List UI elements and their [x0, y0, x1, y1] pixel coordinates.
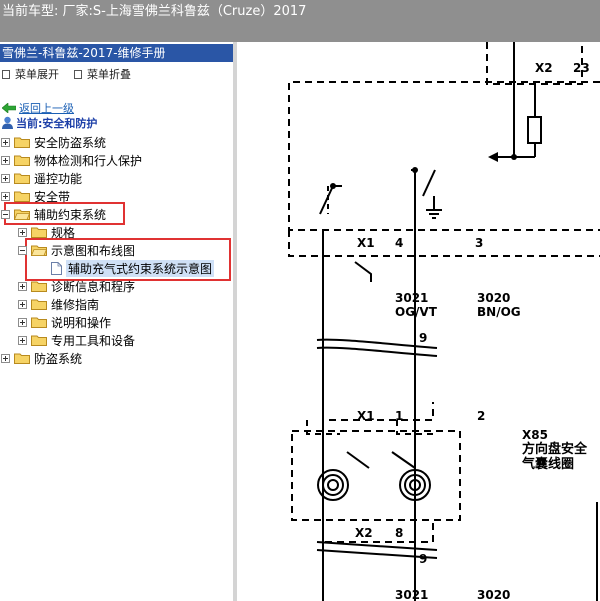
expand-toggle-icon[interactable] [18, 227, 27, 237]
diagram-label-x1-a: X1 [357, 236, 375, 250]
tree-item-label: 遥控功能 [34, 171, 83, 186]
collapse-toggle-icon[interactable] [1, 209, 10, 219]
manual-title: 雪佛兰-科鲁兹-2017-维修手册 [0, 44, 233, 62]
tree-item-label: 规格 [51, 225, 76, 240]
diagram-label-pin-3: 3 [475, 236, 483, 250]
back-link-label: 返回上一级 [19, 102, 74, 115]
expand-toggle-icon[interactable] [1, 353, 10, 363]
tree-item-remote-functions[interactable]: 遥控功能 [1, 169, 82, 187]
folder-icon [14, 353, 30, 364]
diagram-label-pin-9b: 9 [419, 552, 427, 566]
diagram-label-pin-8: 8 [395, 526, 403, 540]
expand-menu-button[interactable]: 菜单展开 [2, 66, 59, 82]
tree-item-label: 辅助约束系统 [34, 207, 107, 222]
tree-item-label: 说明和操作 [51, 315, 112, 330]
diagram-label-pin-23: 23 [573, 61, 590, 75]
tree-item-repair-guide[interactable]: 维修指南 [18, 295, 99, 313]
diagram-label-wire-3021: 3021 [395, 291, 428, 305]
expand-toggle-icon[interactable] [1, 173, 10, 183]
expand-toggle-icon[interactable] [1, 191, 10, 201]
folder-icon [31, 281, 47, 292]
diagram-label-x85: X85 [522, 428, 548, 442]
diagram-label-x85-desc2: 气囊线圈 [522, 456, 574, 472]
folder-icon [14, 191, 30, 202]
folder-icon [14, 155, 30, 166]
expand-toggle-icon[interactable] [1, 155, 10, 165]
expand-toggle-icon[interactable] [1, 137, 10, 147]
tree-item-seat-belts[interactable]: 安全带 [1, 187, 70, 205]
diagram-label-x2-b: X2 [355, 526, 373, 540]
user-icon [2, 116, 13, 129]
diagram-label-wire-3020: 3020 [477, 291, 510, 305]
tree-item-label: 防盗系统 [34, 351, 83, 366]
expand-toggle-icon[interactable] [18, 299, 27, 309]
diagram-label-pin-9a: 9 [419, 331, 427, 345]
diagram-label-pin-4: 4 [395, 236, 403, 250]
tree-item-schematics[interactable]: 示意图和布线图 [18, 241, 135, 259]
diagram-label-x85-desc1: 方向盘安全 [522, 441, 588, 457]
tree-item-airbag-schematic[interactable]: 辅助充气式约束系统示意图 [51, 259, 215, 277]
pane-splitter[interactable] [233, 42, 237, 601]
tree-item-description-operation[interactable]: 说明和操作 [18, 313, 111, 331]
tree-item-label: 安全防盗系统 [34, 135, 107, 150]
folder-icon [14, 173, 30, 184]
tree-item-label: 诊断信息和程序 [51, 279, 136, 294]
tree-item-label: 物体检测和行人保护 [34, 153, 143, 168]
window-title-bar: 当前车型: 厂家:S-上海雪佛兰科鲁兹（Cruze）2017 [0, 0, 600, 42]
expand-toggle-icon[interactable] [18, 335, 27, 345]
tree-item-label: 示意图和布线图 [51, 243, 136, 258]
collapse-menu-label: 菜单折叠 [87, 68, 131, 81]
tree-item-label: 辅助充气式约束系统示意图 [66, 259, 215, 277]
diagram-label-color-3021: OG/VT [395, 305, 438, 319]
highlight-box-schematics [25, 238, 231, 281]
tree-item-object-detection[interactable]: 物体检测和行人保护 [1, 151, 142, 169]
diagram-label-wire-3021-b: 3021 [395, 588, 428, 601]
back-arrow-icon [2, 103, 16, 113]
collapse-icon [74, 69, 82, 79]
expand-icon [2, 69, 10, 79]
back-link[interactable]: 返回上一级 [2, 100, 74, 116]
folder-icon [31, 317, 47, 328]
window-title: 当前车型: 厂家:S-上海雪佛兰科鲁兹（Cruze）2017 [2, 4, 307, 19]
tree-item-specifications[interactable]: 规格 [18, 223, 75, 241]
tree-item-anti-theft[interactable]: 防盗系统 [1, 349, 82, 367]
current-location: 当前:安全和防护 [1, 115, 97, 131]
wiring-diagram: X2 23 X1 4 3 3021 OG/VT 3020 BN/OG 9 X1 … [237, 42, 600, 601]
document-icon [51, 261, 62, 275]
tree-item-diagnostics[interactable]: 诊断信息和程序 [18, 277, 135, 295]
wiring-diagram-canvas: X2 23 X1 4 3 3021 OG/VT 3020 BN/OG 9 X1 … [288, 42, 600, 601]
diagram-label-pin-1: 1 [395, 409, 403, 423]
tree-item-security-system[interactable]: 安全防盗系统 [1, 133, 106, 151]
open-folder-icon [14, 209, 30, 220]
open-folder-icon [31, 245, 47, 256]
tree-item-label: 安全带 [34, 189, 71, 204]
folder-icon [14, 137, 30, 148]
tree-item-special-tools[interactable]: 专用工具和设备 [18, 331, 135, 349]
diagram-label-pin-2: 2 [477, 409, 485, 423]
navigation-pane: 雪佛兰-科鲁兹-2017-维修手册 菜单展开 菜单折叠 返回上一级 当前:安全和… [0, 42, 234, 601]
collapse-menu-button[interactable]: 菜单折叠 [74, 66, 131, 82]
expand-toggle-icon[interactable] [18, 281, 27, 291]
diagram-label-x1-b: X1 [357, 409, 375, 423]
expand-menu-label: 菜单展开 [15, 68, 59, 81]
diagram-label-color-3020: BN/OG [477, 305, 521, 319]
folder-icon [31, 335, 47, 346]
tree-item-label: 专用工具和设备 [51, 333, 136, 348]
folder-icon [31, 299, 47, 310]
tree-item-restraint-system[interactable]: 辅助约束系统 [1, 205, 106, 223]
expand-toggle-icon[interactable] [18, 317, 27, 327]
tree-item-label: 维修指南 [51, 297, 100, 312]
current-location-label: 当前:安全和防护 [16, 117, 98, 130]
folder-icon [31, 227, 47, 238]
diagram-label-x2-top: X2 [535, 61, 553, 75]
diagram-label-wire-3020-b: 3020 [477, 588, 510, 601]
collapse-toggle-icon[interactable] [18, 245, 27, 255]
